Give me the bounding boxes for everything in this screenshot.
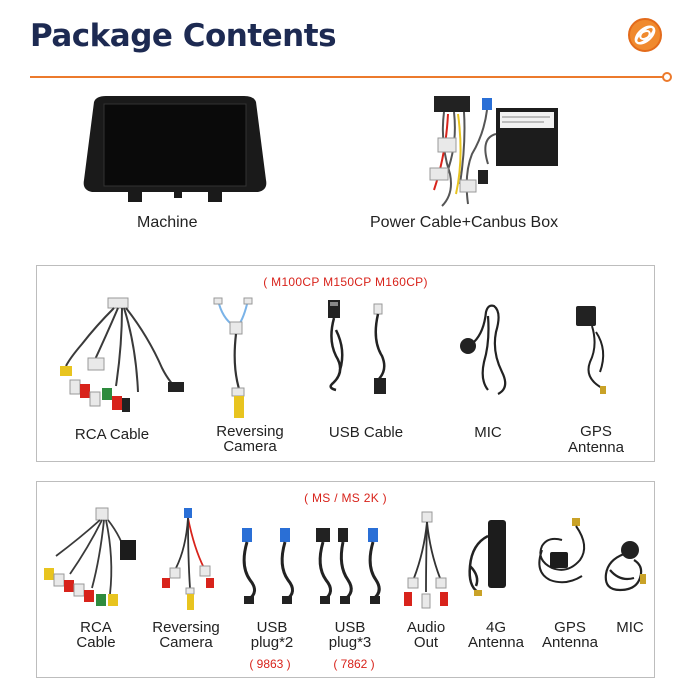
usb-plug-3-image [312,526,392,606]
hero-label-machine: Machine [137,214,198,231]
item-label-reversing-camera-line2: Camera [223,438,277,455]
item-label-rca-cable-ms-line2: Cable [76,634,116,651]
panel-cp-series-models-note: ( M100CP M150CP M160CP) [263,275,428,289]
rca-cable-image-ms [40,507,140,612]
item-label-mic-ms: MIC [616,619,644,636]
usb-plug-2-part-number: ( 9863 ) [249,657,291,671]
item-label-gps-antenna-ms-line2: Antenna [542,634,598,651]
mic-image-ms [600,520,650,596]
item-label-usb-cable: USB Cable [328,424,404,441]
orange-coil-logo-icon [626,16,664,54]
item-label-gps-antenna-line2: Antenna [568,439,624,456]
item-label-usb-plug-3-line2: plug*3 [328,634,372,651]
item-label-usb-plug-2-line1: USB [256,619,288,636]
item-label-reversing-camera-line1: Reversing [216,423,284,440]
item-label-gps-antenna-line1: GPS [580,423,612,440]
item-label-rca-cable-ms-line1: RCA [80,619,112,636]
usb-cable-image [318,300,408,396]
item-label-gps-antenna-ms-line1: GPS [554,619,586,636]
gps-antenna-image-ms [532,516,602,596]
item-label-mic: MIC [474,424,502,441]
hero-label-power-cable-canbus: Power Cable+Canbus Box [370,214,559,231]
panel-ms-series: ( MS / MS 2K ) [36,481,655,678]
usb-plug-2-image [238,526,304,606]
item-label-rca-cable: RCA Cable [74,426,150,443]
reversing-camera-cable-image-ms [158,508,218,612]
header-divider-end-dot [662,72,672,82]
power-cable-canbus-image [420,94,600,210]
item-label-reversing-camera-ms-line2: Camera [159,634,213,651]
panel-ms-series-models-note: ( MS / MS 2K ) [304,491,387,505]
machine-image [82,96,268,208]
audio-out-cable-image [400,511,456,612]
gps-antenna-image [572,302,622,396]
rca-cable-image [56,296,186,422]
item-label-4g-antenna-line2: Antenna [468,634,524,651]
header-divider [30,76,664,78]
usb-plug-3-part-number: ( 7862 ) [333,657,375,671]
item-label-audio-out-line1: Audio [406,619,446,636]
reversing-camera-cable-image [212,297,272,422]
item-label-audio-out-line2: Out [413,634,439,651]
panel-cp-series: ( M100CP M150CP M160CP) [36,265,655,462]
mic-image [454,302,514,398]
item-label-reversing-camera-ms-line1: Reversing [152,619,220,636]
4g-antenna-image [462,516,518,598]
page-title: Package Contents [30,18,337,54]
item-label-usb-plug-2-line2: plug*2 [250,634,294,651]
item-label-4g-antenna-line1: 4G [485,619,507,636]
item-label-usb-plug-3-line1: USB [334,619,366,636]
